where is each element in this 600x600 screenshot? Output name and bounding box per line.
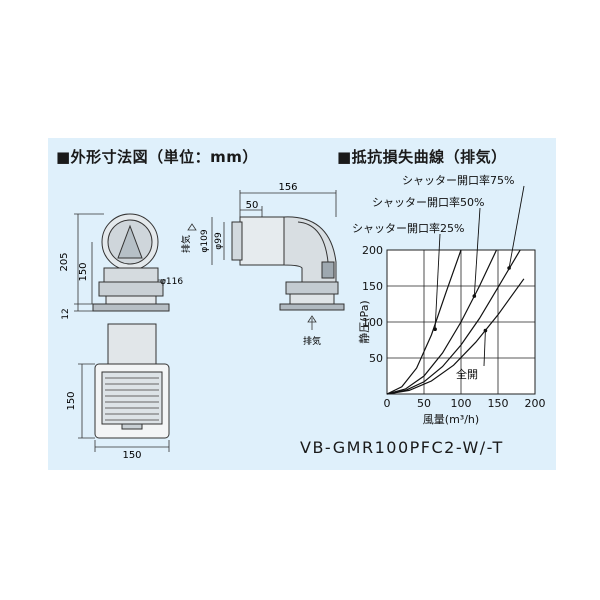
model-number: VB-GMR100PFC2-W/-T [300,438,504,457]
dia-99-label: φ99 [214,232,224,250]
exhaust-in-label: 排気 [180,235,192,253]
series-leader-line [483,330,486,367]
series-line-2 [386,249,521,395]
series-line-3 [386,278,525,395]
y-tick-label: 50 [369,352,383,365]
y-axis-label: 静圧(Pa) [357,300,371,343]
curve-heading: ■抵抗損失曲線（排気） [337,148,507,166]
series-line-0 [386,249,462,395]
series-leader-line [508,185,525,269]
dim-150-label: 150 [78,262,89,281]
grille-view-drawing [94,323,170,439]
side-view-drawing [231,216,345,311]
x-tick-label: 100 [451,397,472,410]
dim-12-label: 12 [61,308,71,319]
exhaust-in-arrow-icon [187,223,197,231]
series-line-1 [386,249,498,395]
dimension-heading: ■外形寸法図（単位：mm） [56,148,258,166]
resistance-loss-chart: 0 50 100 150 200 50 100 150 200 風量(m³/h) 静圧(Pa) シャッ… [352,173,546,426]
y-tick-label: 100 [362,316,383,329]
dia-116-label: φ116 [160,277,183,287]
y-tick-label: 200 [362,244,383,257]
series-leader-line [473,207,481,297]
series-label: シャッター開口率75% [402,173,514,187]
dia-109-label: φ109 [200,229,210,252]
series-leader-line [434,233,441,330]
dim-156-label: 156 [278,182,297,193]
exhaust-out-arrow-icon [307,315,317,323]
x-tick-label: 150 [488,397,509,410]
exhaust-out-label: 排気 [303,335,321,347]
series-leader-dot [483,328,488,333]
series-label: シャッター開口率50% [372,195,484,209]
y-tick-label: 150 [362,280,383,293]
series-label: 全開 [456,367,478,381]
x-tick-label: 0 [384,397,391,410]
x-tick-label: 200 [525,397,546,410]
grille-width-label: 150 [122,450,141,461]
x-axis-label: 風量(m³/h) [423,413,479,426]
x-tick-label: 50 [417,397,431,410]
series-leader-dot [507,266,511,270]
front-view-drawing [92,213,170,312]
dim-205-label: 205 [59,252,70,271]
series-leader-dot [472,294,477,298]
series-leader-dot [433,327,437,332]
grille-height-label: 150 [66,391,77,410]
dim-50-label: 50 [246,200,259,211]
series-label: シャッター開口率25% [352,221,464,235]
